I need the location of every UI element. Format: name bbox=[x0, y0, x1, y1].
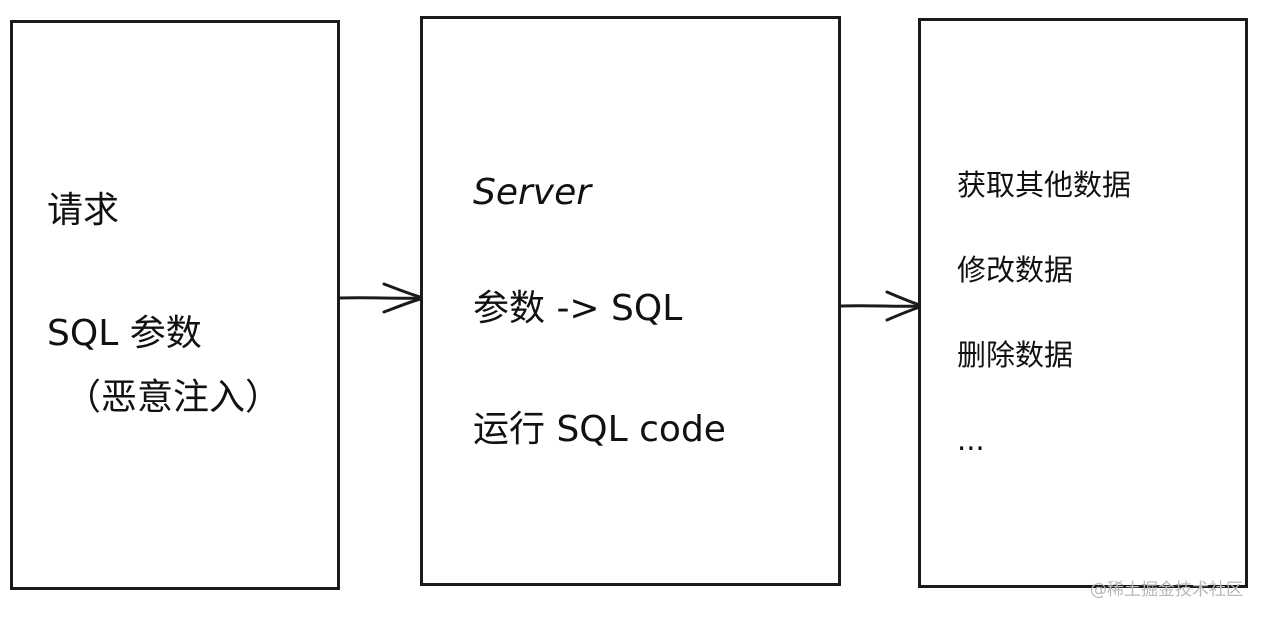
arrow-server-to-result bbox=[839, 290, 925, 322]
server-box: Server 参数 -> SQL 运行 SQL code bbox=[420, 16, 841, 586]
request-box: 请求 SQL 参数 （恶意注入） bbox=[10, 20, 340, 590]
malicious-injection-label: （恶意注入） bbox=[65, 377, 282, 418]
watermark: @稀土掘金技术社区 bbox=[1090, 580, 1243, 600]
request-label: 请求 bbox=[47, 190, 120, 231]
result-box: 获取其他数据 修改数据 删除数据 ... bbox=[918, 18, 1248, 588]
run-sql-code-label: 运行 SQL code bbox=[473, 409, 726, 450]
params-to-sql-label: 参数 -> SQL bbox=[473, 288, 683, 329]
result-item: 删除数据 bbox=[957, 338, 1074, 372]
sql-params-label: SQL 参数 bbox=[47, 313, 202, 354]
result-item: 获取其他数据 bbox=[957, 168, 1132, 202]
server-label: Server bbox=[473, 172, 592, 213]
result-item-ellipsis: ... bbox=[957, 423, 985, 457]
arrow-request-to-server bbox=[338, 282, 426, 314]
result-item: 修改数据 bbox=[957, 253, 1074, 287]
